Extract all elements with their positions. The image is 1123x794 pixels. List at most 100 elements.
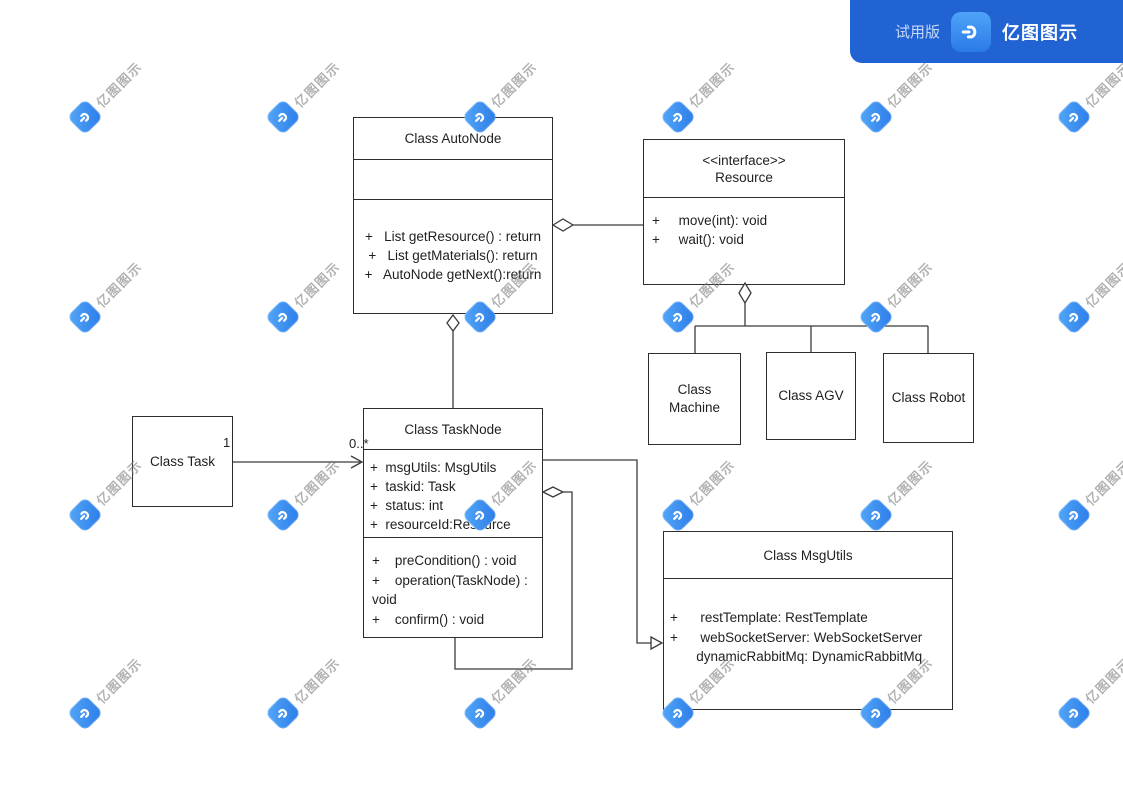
watermark-text: 亿图图示 — [884, 456, 936, 509]
watermark: 亿图图示 — [659, 259, 754, 336]
class-title: Class MsgUtils — [763, 547, 853, 563]
text-line: + preCondition() : void — [372, 553, 517, 568]
edraw-watermark-icon — [66, 98, 104, 136]
text-line: + List getMaterials(): return — [368, 248, 538, 263]
watermark-text: 亿图图示 — [884, 258, 936, 311]
watermark-text: 亿图图示 — [686, 456, 738, 509]
class-title: Class AGV — [778, 388, 844, 403]
watermark: 亿图图示 — [857, 457, 952, 534]
methods-section: + move(int): void + wait(): void — [644, 197, 844, 283]
class-box-agv[interactable]: Class AGV — [766, 352, 856, 440]
class-box-machine[interactable]: Class Machine — [648, 353, 741, 445]
stereotype-label: <<interface>> — [702, 152, 786, 168]
watermark-text: 亿图图示 — [686, 58, 738, 111]
class-box-resource[interactable]: <<interface>> Resource + move(int): void… — [643, 139, 845, 285]
connector-task-tasknode[interactable] — [233, 455, 364, 469]
edraw-watermark-icon — [1055, 298, 1093, 336]
watermark: 亿图图示 — [857, 259, 952, 336]
class-box-msgutils[interactable]: Class MsgUtils + restTemplate: RestTempl… — [663, 531, 953, 710]
edraw-watermark-icon — [264, 298, 302, 336]
text-line: + confirm() : void — [372, 611, 485, 627]
edraw-logo-icon — [951, 11, 991, 52]
class-title: Class Task — [149, 453, 216, 469]
class-title: Class Robot — [891, 390, 966, 405]
watermark: 亿图图示 — [66, 259, 161, 336]
edraw-watermark-icon — [659, 496, 697, 534]
edraw-watermark-icon — [66, 496, 104, 534]
watermark: 亿图图示 — [264, 259, 359, 336]
text-line: + resourceId:Resource — [370, 517, 511, 532]
text-line: + move(int): void — [652, 213, 768, 228]
text-line: + List getResource() : return — [365, 229, 541, 244]
watermark-text: 亿图图示 — [291, 456, 343, 509]
watermark: 亿图图示 — [659, 457, 754, 534]
watermark-text: 亿图图示 — [93, 258, 145, 311]
edraw-watermark-icon — [66, 694, 104, 732]
watermark-text: 亿图图示 — [1082, 58, 1123, 111]
watermark: 亿图图示 — [1055, 457, 1123, 534]
connector-tasknode-autonode[interactable] — [446, 313, 460, 408]
watermark: 亿图图示 — [1055, 259, 1123, 336]
text-line: + wait(): void — [652, 232, 744, 247]
class-box-autonode[interactable]: Class AutoNode + List getResource() : re… — [353, 117, 553, 314]
edraw-watermark-icon — [1055, 98, 1093, 136]
interface-name: Resource — [715, 169, 773, 185]
edraw-watermark-icon — [461, 694, 499, 732]
class-title: Class Machine — [668, 382, 721, 415]
edraw-watermark-icon — [659, 298, 697, 336]
text-line: + operation(TaskNode) : void — [372, 572, 532, 608]
class-title: <<interface>> Resource — [644, 140, 844, 197]
watermark-text: 亿图图示 — [884, 58, 936, 111]
attributes-section: + restTemplate: RestTemplate + webSocketS… — [664, 578, 952, 711]
watermark-text: 亿图图示 — [488, 654, 540, 707]
connector-tasknode-msgutils[interactable] — [543, 459, 664, 651]
watermark-text: 亿图图示 — [291, 258, 343, 311]
text-line: dynamicRabbitMq: DynamicRabbitMq — [670, 649, 923, 664]
text-line: + msgUtils: MsgUtils — [370, 460, 497, 475]
watermark-text: 亿图图示 — [1082, 258, 1123, 311]
attributes-section: + msgUtils: MsgUtils + taskid: Task + stat… — [364, 449, 542, 537]
multiplicity-label-task: 1 — [223, 435, 231, 450]
edraw-watermark-icon — [66, 298, 104, 336]
watermark: 亿图图示 — [264, 457, 359, 534]
multiplicity-label-tasknode: 0..* — [349, 436, 369, 451]
edraw-watermark-icon — [1055, 694, 1093, 732]
watermark: 亿图图示 — [461, 655, 556, 732]
trial-version-badge[interactable]: 试用版 亿图图示 — [850, 0, 1123, 63]
text-line: + webSocketServer: WebSocketServer — [670, 629, 923, 645]
methods-section: + List getResource() : return + List getM… — [354, 199, 552, 311]
text-line: + taskid: Task — [370, 479, 456, 494]
class-box-robot[interactable]: Class Robot — [883, 353, 974, 443]
text-line: + status: int — [370, 498, 444, 513]
edraw-watermark-icon — [659, 98, 697, 136]
watermark: 亿图图示 — [1055, 59, 1123, 136]
edraw-watermark-icon — [264, 496, 302, 534]
class-box-tasknode[interactable]: Class TaskNode + msgUtils: MsgUtils + tas… — [363, 408, 543, 638]
text-line: + restTemplate: RestTemplate — [670, 610, 868, 625]
watermark-text: 亿图图示 — [1082, 456, 1123, 509]
edraw-watermark-icon — [857, 298, 895, 336]
watermark: 亿图图示 — [1055, 655, 1123, 732]
watermark: 亿图图示 — [659, 59, 754, 136]
methods-section: + preCondition() : void + operation(TaskN… — [364, 537, 542, 639]
watermark-text: 亿图图示 — [93, 58, 145, 111]
watermark: 亿图图示 — [66, 59, 161, 136]
edraw-watermark-icon — [857, 98, 895, 136]
watermark-text: 亿图图示 — [488, 58, 540, 111]
class-title: Class TaskNode — [404, 421, 502, 437]
watermark: 亿图图示 — [264, 59, 359, 136]
connector-autonode-resource[interactable] — [551, 218, 643, 232]
brand-name: 亿图图示 — [1002, 22, 1078, 43]
trial-version-label: 试用版 — [894, 24, 940, 41]
watermark: 亿图图示 — [857, 59, 952, 136]
watermark-text: 亿图图示 — [291, 58, 343, 111]
watermark: 亿图图示 — [66, 655, 161, 732]
class-title: Class AutoNode — [404, 131, 502, 146]
watermark-text: 亿图图示 — [291, 654, 343, 707]
class-box-task[interactable]: Class Task — [132, 416, 233, 507]
connector-resource-children[interactable] — [694, 281, 929, 353]
edraw-watermark-icon — [1055, 496, 1093, 534]
watermark: 亿图图示 — [264, 655, 359, 732]
text-line: + AutoNode getNext():return — [364, 267, 542, 282]
